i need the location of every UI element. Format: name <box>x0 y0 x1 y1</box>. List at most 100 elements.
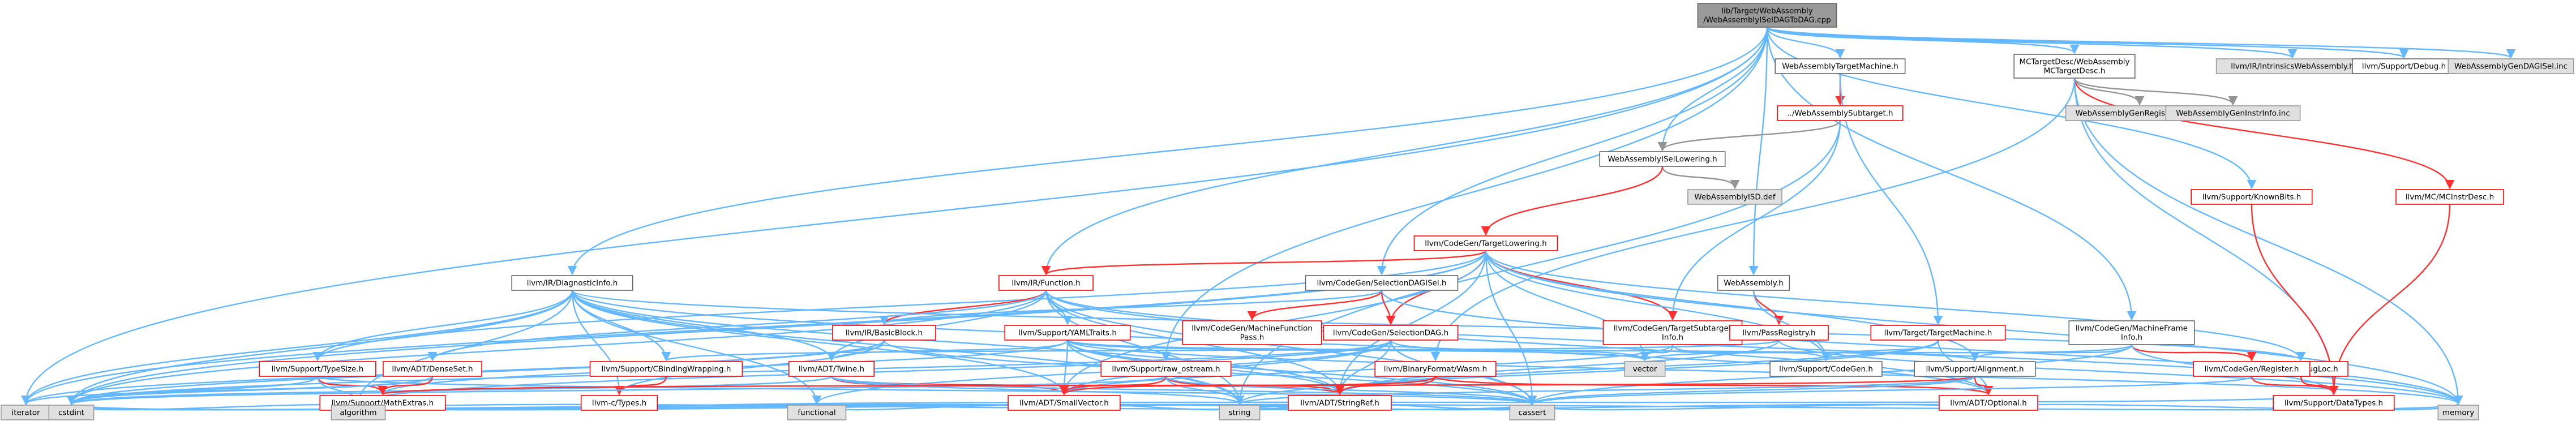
node-string-ref[interactable]: llvm/ADT/StringRef.h <box>1288 395 1392 411</box>
node-alignment[interactable]: llvm/Support/Alignment.h <box>1914 361 2036 377</box>
node-label: llvm/ADT/DenseSet.h <box>392 365 473 374</box>
edge-mc-desc-to-gen-instr <box>2073 78 2238 106</box>
node-optional[interactable]: llvm/ADT/Optional.h <box>1939 395 2038 411</box>
node-box <box>2068 320 2195 345</box>
node-subtarget[interactable]: ../WebAssemblySubtarget.h <box>1777 105 1904 121</box>
node-box <box>2395 189 2504 205</box>
node-box <box>1288 395 1392 411</box>
node-known-bits[interactable]: llvm/Support/KnownBits.h <box>2191 189 2313 205</box>
edge-raw-ostream-to-cassert <box>1165 375 1537 405</box>
node-box <box>383 361 482 377</box>
node-basic-block[interactable]: llvm/IR/BasicBlock.h <box>832 325 936 341</box>
node-label: llvm/CodeGen/SelectionDAGISel.h <box>1317 279 1447 288</box>
node-box <box>998 275 1094 291</box>
node-target-machine[interactable]: llvm/Target/TargetMachine.h <box>1870 325 2006 341</box>
node-sdag-h[interactable]: llvm/CodeGen/SelectionDAG.h <box>1323 325 1459 341</box>
node-raw-ostream[interactable]: llvm/Support/raw_ostream.h <box>1100 361 1232 377</box>
node-vector[interactable]: vector <box>1624 361 1666 377</box>
node-isel-lowering[interactable]: WebAssemblyISelLowering.h <box>1599 151 1726 167</box>
node-algorithm[interactable]: algorithm <box>331 405 386 420</box>
node-box <box>2352 58 2456 74</box>
node-memory[interactable]: memory <box>2437 405 2479 420</box>
node-label: llvm/ADT/Optional.h <box>1950 399 2027 408</box>
edge-cg-register-to-cassert <box>1528 375 2253 405</box>
edge-wasm-h-to-pass-registry <box>1752 290 1784 325</box>
node-ir-function[interactable]: llvm/IR/Function.h <box>998 275 1094 291</box>
node-target-lowering[interactable]: llvm/CodeGen/TargetLowering.h <box>1413 235 1558 251</box>
node-sdag-isel[interactable]: llvm/CodeGen/SelectionDAGISel.h <box>1305 275 1459 291</box>
node-wasm-tm[interactable]: WebAssemblyTargetMachine.h <box>1775 58 1906 74</box>
node-layer: lib/Target/WebAssembly/WebAssemblyISelDA… <box>1 3 2574 420</box>
edge-root-to-mf-info <box>1766 27 2137 321</box>
edge-pass-registry-to-cbinding <box>662 339 1780 362</box>
node-label: /WebAssemblyISelDAGToDAG.cpp <box>1703 16 1831 25</box>
node-cstdint[interactable]: cstdint <box>48 405 95 420</box>
edge-dense-set-to-cstdint <box>66 375 434 405</box>
node-box <box>1305 275 1459 291</box>
node-label: llvm/MC/MCInstrDesc.h <box>2406 193 2494 202</box>
edge-mc-desc-to-memory <box>2073 78 2463 405</box>
node-box <box>1 405 51 420</box>
node-box <box>1777 105 1904 121</box>
edge-diag-info-to-functional <box>571 290 822 405</box>
node-label: algorithm <box>340 409 376 418</box>
edge-ir-function-to-dense-set <box>427 290 1047 362</box>
node-functional[interactable]: functional <box>787 405 847 420</box>
node-cassert[interactable]: cassert <box>1509 405 1555 420</box>
edge-ir-function-to-basic-block <box>879 290 1047 325</box>
node-label: WebAssemblyGenDAGISel.inc <box>2454 62 2568 71</box>
node-box <box>511 275 633 291</box>
node-twine[interactable]: llvm/ADT/Twine.h <box>788 361 875 377</box>
node-label: lib/Target/WebAssembly <box>1721 7 1812 16</box>
node-gen-dag[interactable]: WebAssemblyGenDAGISel.inc <box>2448 58 2574 74</box>
node-debug[interactable]: llvm/Support/Debug.h <box>2352 58 2456 74</box>
node-intrinsics[interactable]: llvm/IR/IntrinsicsWebAssembly.h <box>2215 58 2369 74</box>
edge-tsubtarget-to-codegen-h <box>1671 344 1831 362</box>
edge-layer <box>21 26 2515 413</box>
node-box <box>1697 3 1837 28</box>
node-cg-register[interactable]: llvm/CodeGen/Register.h <box>2193 361 2311 377</box>
edge-ir-function-to-twine <box>826 290 1047 362</box>
node-binary-format[interactable]: llvm/BinaryFormat/Wasm.h <box>1374 361 1497 377</box>
node-small-vector[interactable]: llvm/ADT/SmallVector.h <box>1008 395 1121 411</box>
node-gen-instr[interactable]: WebAssemblyGenInstrInfo.inc <box>2165 105 2301 121</box>
node-label: llvm/CodeGen/TargetLowering.h <box>1425 239 1547 248</box>
node-label: llvm/Support/DataTypes.h <box>2284 399 2383 408</box>
node-label: llvm/PassRegistry.h <box>1742 329 1815 338</box>
edge-root-to-intrinsics <box>1766 26 2297 59</box>
edge-twine-to-string <box>830 375 1245 405</box>
node-diag-info[interactable]: llvm/IR/DiagnosticInfo.h <box>511 275 633 291</box>
node-dense-set[interactable]: llvm/ADT/DenseSet.h <box>383 361 482 377</box>
edge-diag-info-to-cstdint <box>66 290 573 405</box>
edge-type-size-to-cstdint <box>66 376 319 405</box>
node-codegen-h[interactable]: llvm/Support/CodeGen.h <box>1769 361 1883 377</box>
node-box <box>2448 58 2574 74</box>
node-pass-registry[interactable]: llvm/PassRegistry.h <box>1729 325 1829 341</box>
node-mc-instrdesc[interactable]: llvm/MC/MCInstrDesc.h <box>2395 189 2504 205</box>
node-iterator[interactable]: iterator <box>1 405 51 420</box>
node-box <box>1729 325 1829 341</box>
node-wasm-h[interactable]: WebAssembly.h <box>1717 275 1790 291</box>
node-string[interactable]: string <box>1219 405 1261 420</box>
edge-diag-info-to-c-types <box>571 290 624 396</box>
node-label: llvm/IR/BasicBlock.h <box>846 329 923 338</box>
edge-root-to-gen-dag <box>1766 26 2515 59</box>
edge-basic-block-to-c-types <box>614 340 885 396</box>
node-label: WebAssemblyGenInstrInfo.inc <box>2176 109 2290 118</box>
node-label: memory <box>2442 409 2474 418</box>
node-type-size[interactable]: llvm/Support/TypeSize.h <box>259 361 376 377</box>
node-yaml-traits[interactable]: llvm/Support/YAMLTraits.h <box>1004 325 1131 341</box>
edge-diag-info-to-type-size <box>312 290 573 362</box>
node-cbinding[interactable]: llvm/Support/CBindingWrapping.h <box>589 361 743 377</box>
node-c-types[interactable]: llvm-c/Types.h <box>580 395 658 411</box>
node-data-types[interactable]: llvm/Support/DataTypes.h <box>2273 395 2395 411</box>
edge-root-to-ir-function <box>1041 27 1768 276</box>
node-label: WebAssemblyTargetMachine.h <box>1782 62 1898 71</box>
node-label: llvm/Support/CBindingWrapping.h <box>602 365 731 374</box>
node-isd-def[interactable]: WebAssemblyISD.def <box>1687 189 1782 205</box>
